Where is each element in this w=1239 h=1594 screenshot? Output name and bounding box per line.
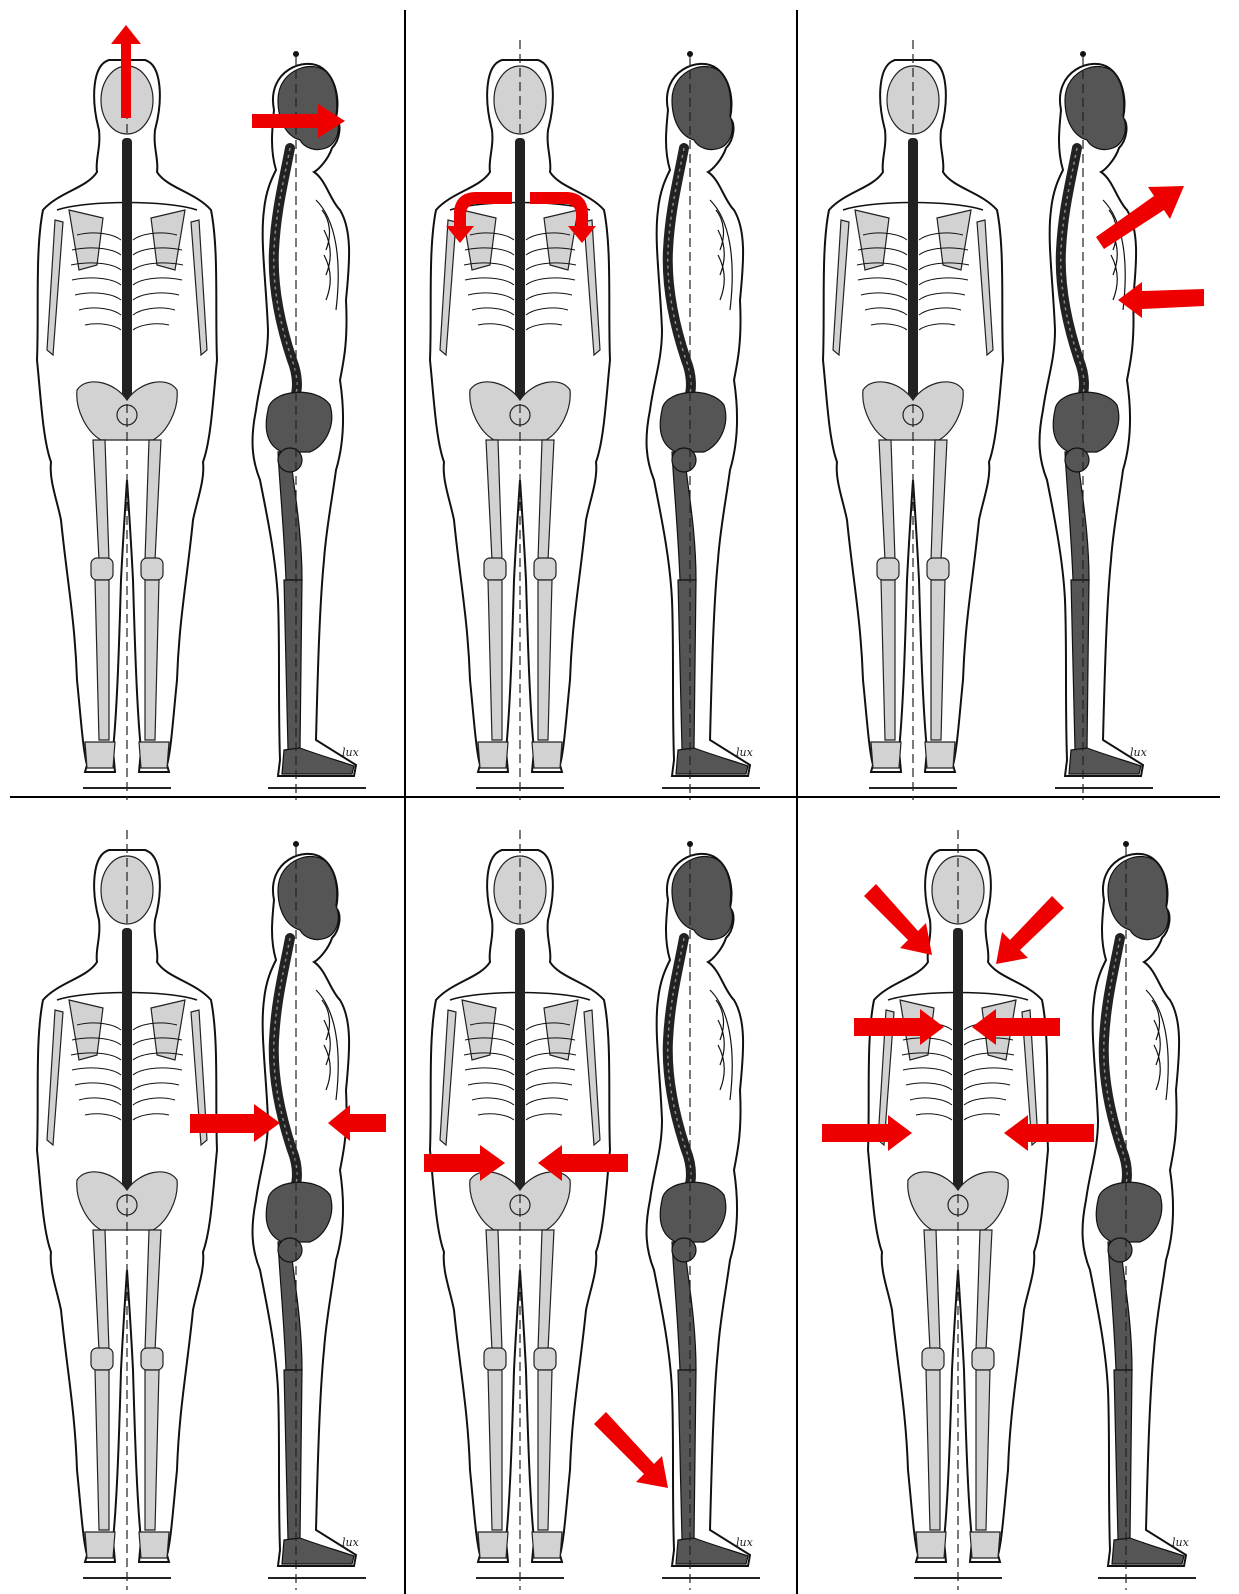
panel-6: lux xyxy=(822,830,1196,1590)
panel-2: lux xyxy=(430,40,760,800)
back-view-figure xyxy=(823,40,1003,800)
side-view-figure xyxy=(1040,51,1153,800)
arrow-left xyxy=(1004,1115,1094,1151)
back-view-figure xyxy=(430,830,610,1590)
arrow-left xyxy=(1118,282,1204,318)
arrow-left xyxy=(328,1105,386,1141)
panel-5: lux xyxy=(424,830,760,1590)
panel-grid xyxy=(10,10,1220,1594)
side-view-figure xyxy=(647,51,760,800)
panel-3: lux xyxy=(823,40,1204,800)
artist-signature: lux xyxy=(736,1536,754,1549)
artist-signature: lux xyxy=(1172,1536,1190,1549)
back-view-figure xyxy=(37,40,217,800)
side-view-figure xyxy=(1083,841,1196,1590)
arrow-down-left xyxy=(996,896,1064,964)
artist-signature: lux xyxy=(1130,746,1148,759)
arrow-down-right xyxy=(594,1412,668,1488)
arrow-right xyxy=(822,1115,912,1151)
artist-signature: lux xyxy=(736,746,754,759)
panel-4: lux xyxy=(37,830,386,1590)
back-view-figure xyxy=(430,40,610,800)
panel-1: lux xyxy=(37,25,366,800)
arrow-up-right xyxy=(1096,186,1184,249)
back-view-figure xyxy=(37,830,217,1590)
side-view-figure xyxy=(253,51,366,800)
artist-signature: lux xyxy=(342,746,360,759)
artist-signature: lux xyxy=(342,1536,360,1549)
arrow-down-right xyxy=(864,884,932,955)
side-view-figure xyxy=(253,841,366,1590)
